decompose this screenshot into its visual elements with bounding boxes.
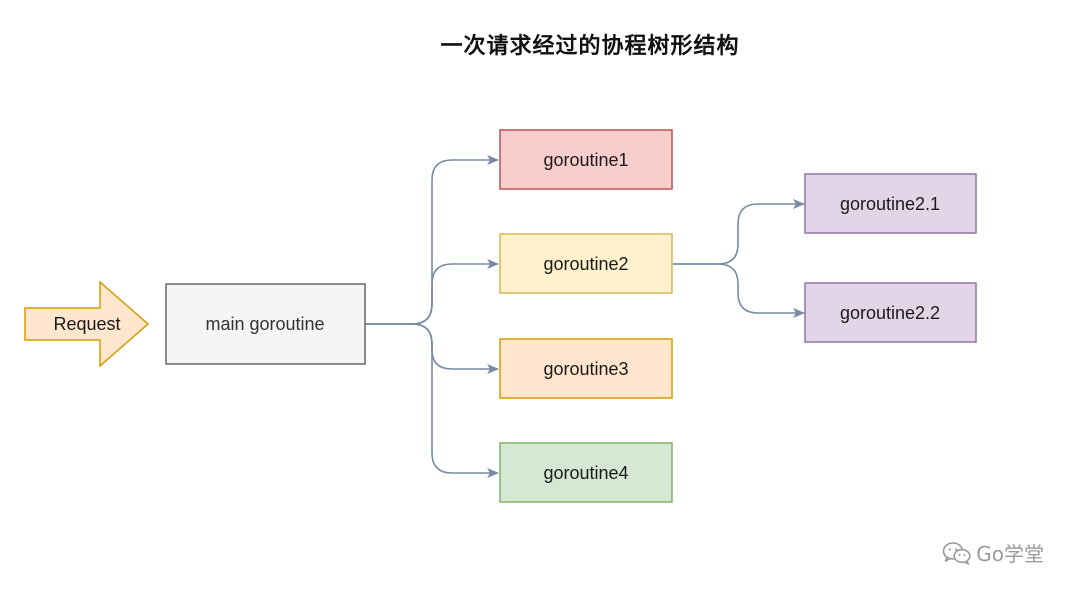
watermark-text: Go学堂: [976, 542, 1044, 566]
goroutine1-label: goroutine1: [543, 150, 628, 170]
goroutine2-node: goroutine2: [499, 233, 673, 294]
diagram-title: 一次请求经过的协程树形结构: [440, 34, 740, 59]
request-label: Request: [53, 314, 120, 334]
edge-goroutine2-to-goroutine2-1: [673, 199, 805, 265]
goroutine3-label: goroutine3: [543, 359, 628, 379]
main-goroutine-box: [165, 283, 366, 365]
edge-main-to-goroutine4: [365, 323, 499, 478]
goroutine4-box: [499, 442, 673, 503]
goroutine2-box: [499, 233, 673, 294]
main-goroutine-label: main goroutine: [205, 314, 324, 334]
goroutine2-2-node: goroutine2.2: [804, 282, 977, 343]
request-arrow: Request: [24, 280, 150, 368]
goroutine1-node: goroutine1: [499, 129, 673, 190]
main-goroutine-node: main goroutine: [165, 283, 366, 365]
watermark: Go学堂: [942, 538, 1044, 567]
goroutine2-label: goroutine2: [543, 254, 628, 274]
goroutine2-1-label: goroutine2.1: [840, 194, 940, 214]
goroutine2-1-box: [804, 173, 977, 234]
goroutine3-box: [499, 338, 673, 399]
goroutine4-label: goroutine4: [543, 463, 628, 483]
goroutine1-box: [499, 129, 673, 190]
request-arrow-shape: [24, 280, 150, 368]
goroutine2-1-node: goroutine2.1: [804, 173, 977, 234]
goroutine2-2-box: [804, 282, 977, 343]
goroutine2-2-label: goroutine2.2: [840, 303, 940, 323]
goroutine4-node: goroutine4: [499, 442, 673, 503]
goroutine3-node: goroutine3: [499, 338, 673, 399]
edge-goroutine2-to-goroutine2-2: [673, 263, 805, 318]
edge-main-to-goroutine2: [365, 259, 499, 325]
wechat-icon: [942, 541, 972, 565]
